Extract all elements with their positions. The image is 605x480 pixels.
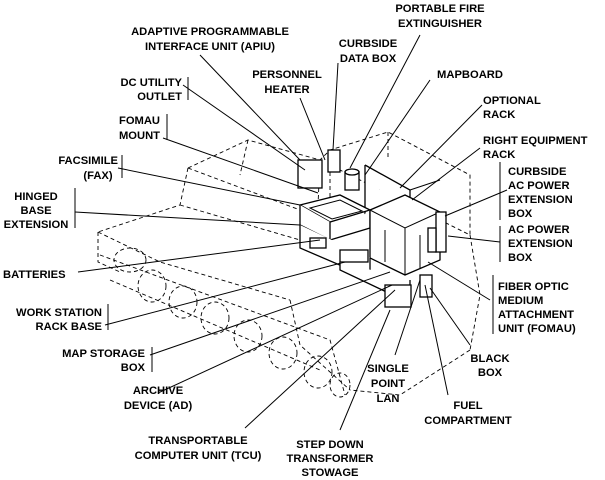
label-curbside-ac-3: EXTENSION [508,194,573,206]
label-curbside-ac-1: CURBSIDE [508,166,567,178]
label-work-station-2: RACK BASE [35,321,102,333]
label-tcu-1: TRANSPORTABLE [148,435,248,447]
label-tcu-2: COMPUTER UNIT (TCU) [135,450,262,462]
label-mapboard: MAPBOARD [437,69,503,81]
label-single-point-lan-3: LAN [377,393,400,405]
label-fomau-mount-2: MOUNT [119,130,160,142]
label-fuel-2: COMPARTMENT [424,415,512,427]
label-ac-power-1: AC POWER [508,224,570,236]
label-curbside-ac-4: BOX [508,208,533,220]
label-facsimile-2: (FAX) [83,170,112,182]
label-step-down-2: TRANSFORMER [286,453,373,465]
text-labels: ADAPTIVE PROGRAMMABLE INTERFACE UNIT (AP… [3,3,588,479]
label-fomau-mount-1: FOMAU [119,115,160,127]
label-ac-power-3: BOX [508,252,533,264]
label-right-equipment-rack-1: RIGHT EQUIPMENT [483,135,588,147]
label-work-station-1: WORK STATION [16,307,102,319]
label-facsimile-1: FACSIMILE [58,155,118,167]
label-dc-utility-2: OUTLET [137,91,182,103]
label-ac-power-2: EXTENSION [508,238,573,250]
label-black-box-1: BLACK [470,353,509,365]
label-personnel-heater-1: PERSONNEL [252,69,322,81]
label-batteries: BATTERIES [3,269,66,281]
leader-lines [74,34,508,431]
label-apiu-2: INTERFACE UNIT (APIU) [145,41,275,53]
label-fomau-1: FIBER OPTIC [498,281,569,293]
label-apiu-1: ADAPTIVE PROGRAMMABLE [131,26,289,38]
label-hinged-1: HINGED [14,191,58,203]
label-portable-fire-1: PORTABLE FIRE [395,3,485,15]
label-curbside-data-box-1: CURBSIDE [339,38,398,50]
label-single-point-lan-1: SINGLE [367,363,409,375]
label-hinged-2: BASE [20,205,52,217]
label-step-down-3: STOWAGE [302,467,360,479]
label-map-storage-2: BOX [121,362,146,374]
label-fuel-1: FUEL [453,400,482,412]
label-curbside-data-box-2: DATA BOX [340,53,397,65]
ac-power-box-unit [435,211,447,253]
label-fomau-4: UNIT (FOMAU) [498,323,576,335]
label-step-down-1: STEP DOWN [296,439,364,451]
label-dc-utility-1: DC UTILITY [120,77,182,89]
label-hinged-3: EXTENSION [4,219,69,231]
label-single-point-lan-2: POINT [371,378,405,390]
label-black-box-2: BOX [478,367,503,379]
label-fomau-2: MEDIUM [498,295,543,307]
label-personnel-heater-2: HEATER [264,84,309,96]
label-archive-1: ARCHIVE [133,385,184,397]
label-archive-2: DEVICE (AD) [124,400,193,412]
label-right-equipment-rack-2: RACK [483,149,515,161]
label-optional-rack-1: OPTIONAL [483,95,541,107]
label-portable-fire-2: EXTINGUISHER [398,18,482,30]
interior-equipment [297,149,447,308]
label-optional-rack-2: RACK [483,109,515,121]
label-curbside-ac-2: AC POWER [508,180,570,192]
personnel-heater-unit [297,159,323,189]
label-brackets [74,77,501,372]
label-map-storage-1: MAP STORAGE [62,348,145,360]
label-fomau-3: ATTACHMENT [498,309,574,321]
